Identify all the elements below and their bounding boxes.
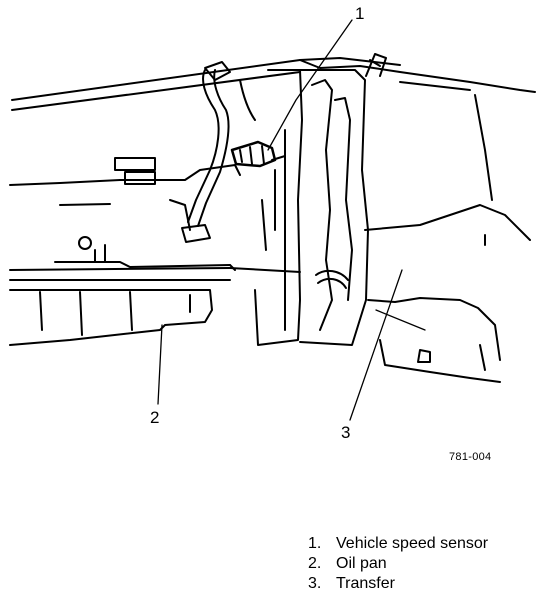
vehicle-speed-sensor [230, 140, 286, 168]
transmission-case [54, 157, 241, 271]
legend: 1. Vehicle speed sensor 2. Oil pan 3. Tr… [308, 534, 488, 594]
legend-item-number: 3. [308, 575, 322, 592]
leader-line-3 [349, 269, 403, 421]
leader-line-1 [267, 19, 353, 151]
legend-item-label: Transfer [336, 575, 395, 592]
transfer-rear-housing [364, 94, 531, 383]
legend-item: 3. Transfer [308, 574, 488, 594]
legend-item-label: Oil pan [336, 555, 387, 572]
transfer-case [229, 53, 387, 346]
legend-item: 2. Oil pan [308, 554, 488, 574]
figure-code: 781-004 [449, 451, 492, 463]
oil-pan [9, 267, 231, 346]
callout-1: 1 [355, 4, 365, 23]
leader-lines [157, 19, 426, 421]
legend-item: 1. Vehicle speed sensor [308, 534, 488, 554]
callout-3: 3 [341, 423, 351, 442]
leader-line-3b [375, 309, 426, 331]
leader-line-2 [157, 324, 163, 405]
callout-2: 2 [150, 408, 160, 427]
legend-item-number: 1. [308, 535, 322, 552]
sensor-harness [181, 61, 256, 243]
body-rail [9, 57, 536, 186]
legend-item-number: 2. [308, 555, 322, 572]
legend-item-label: Vehicle speed sensor [336, 535, 489, 552]
